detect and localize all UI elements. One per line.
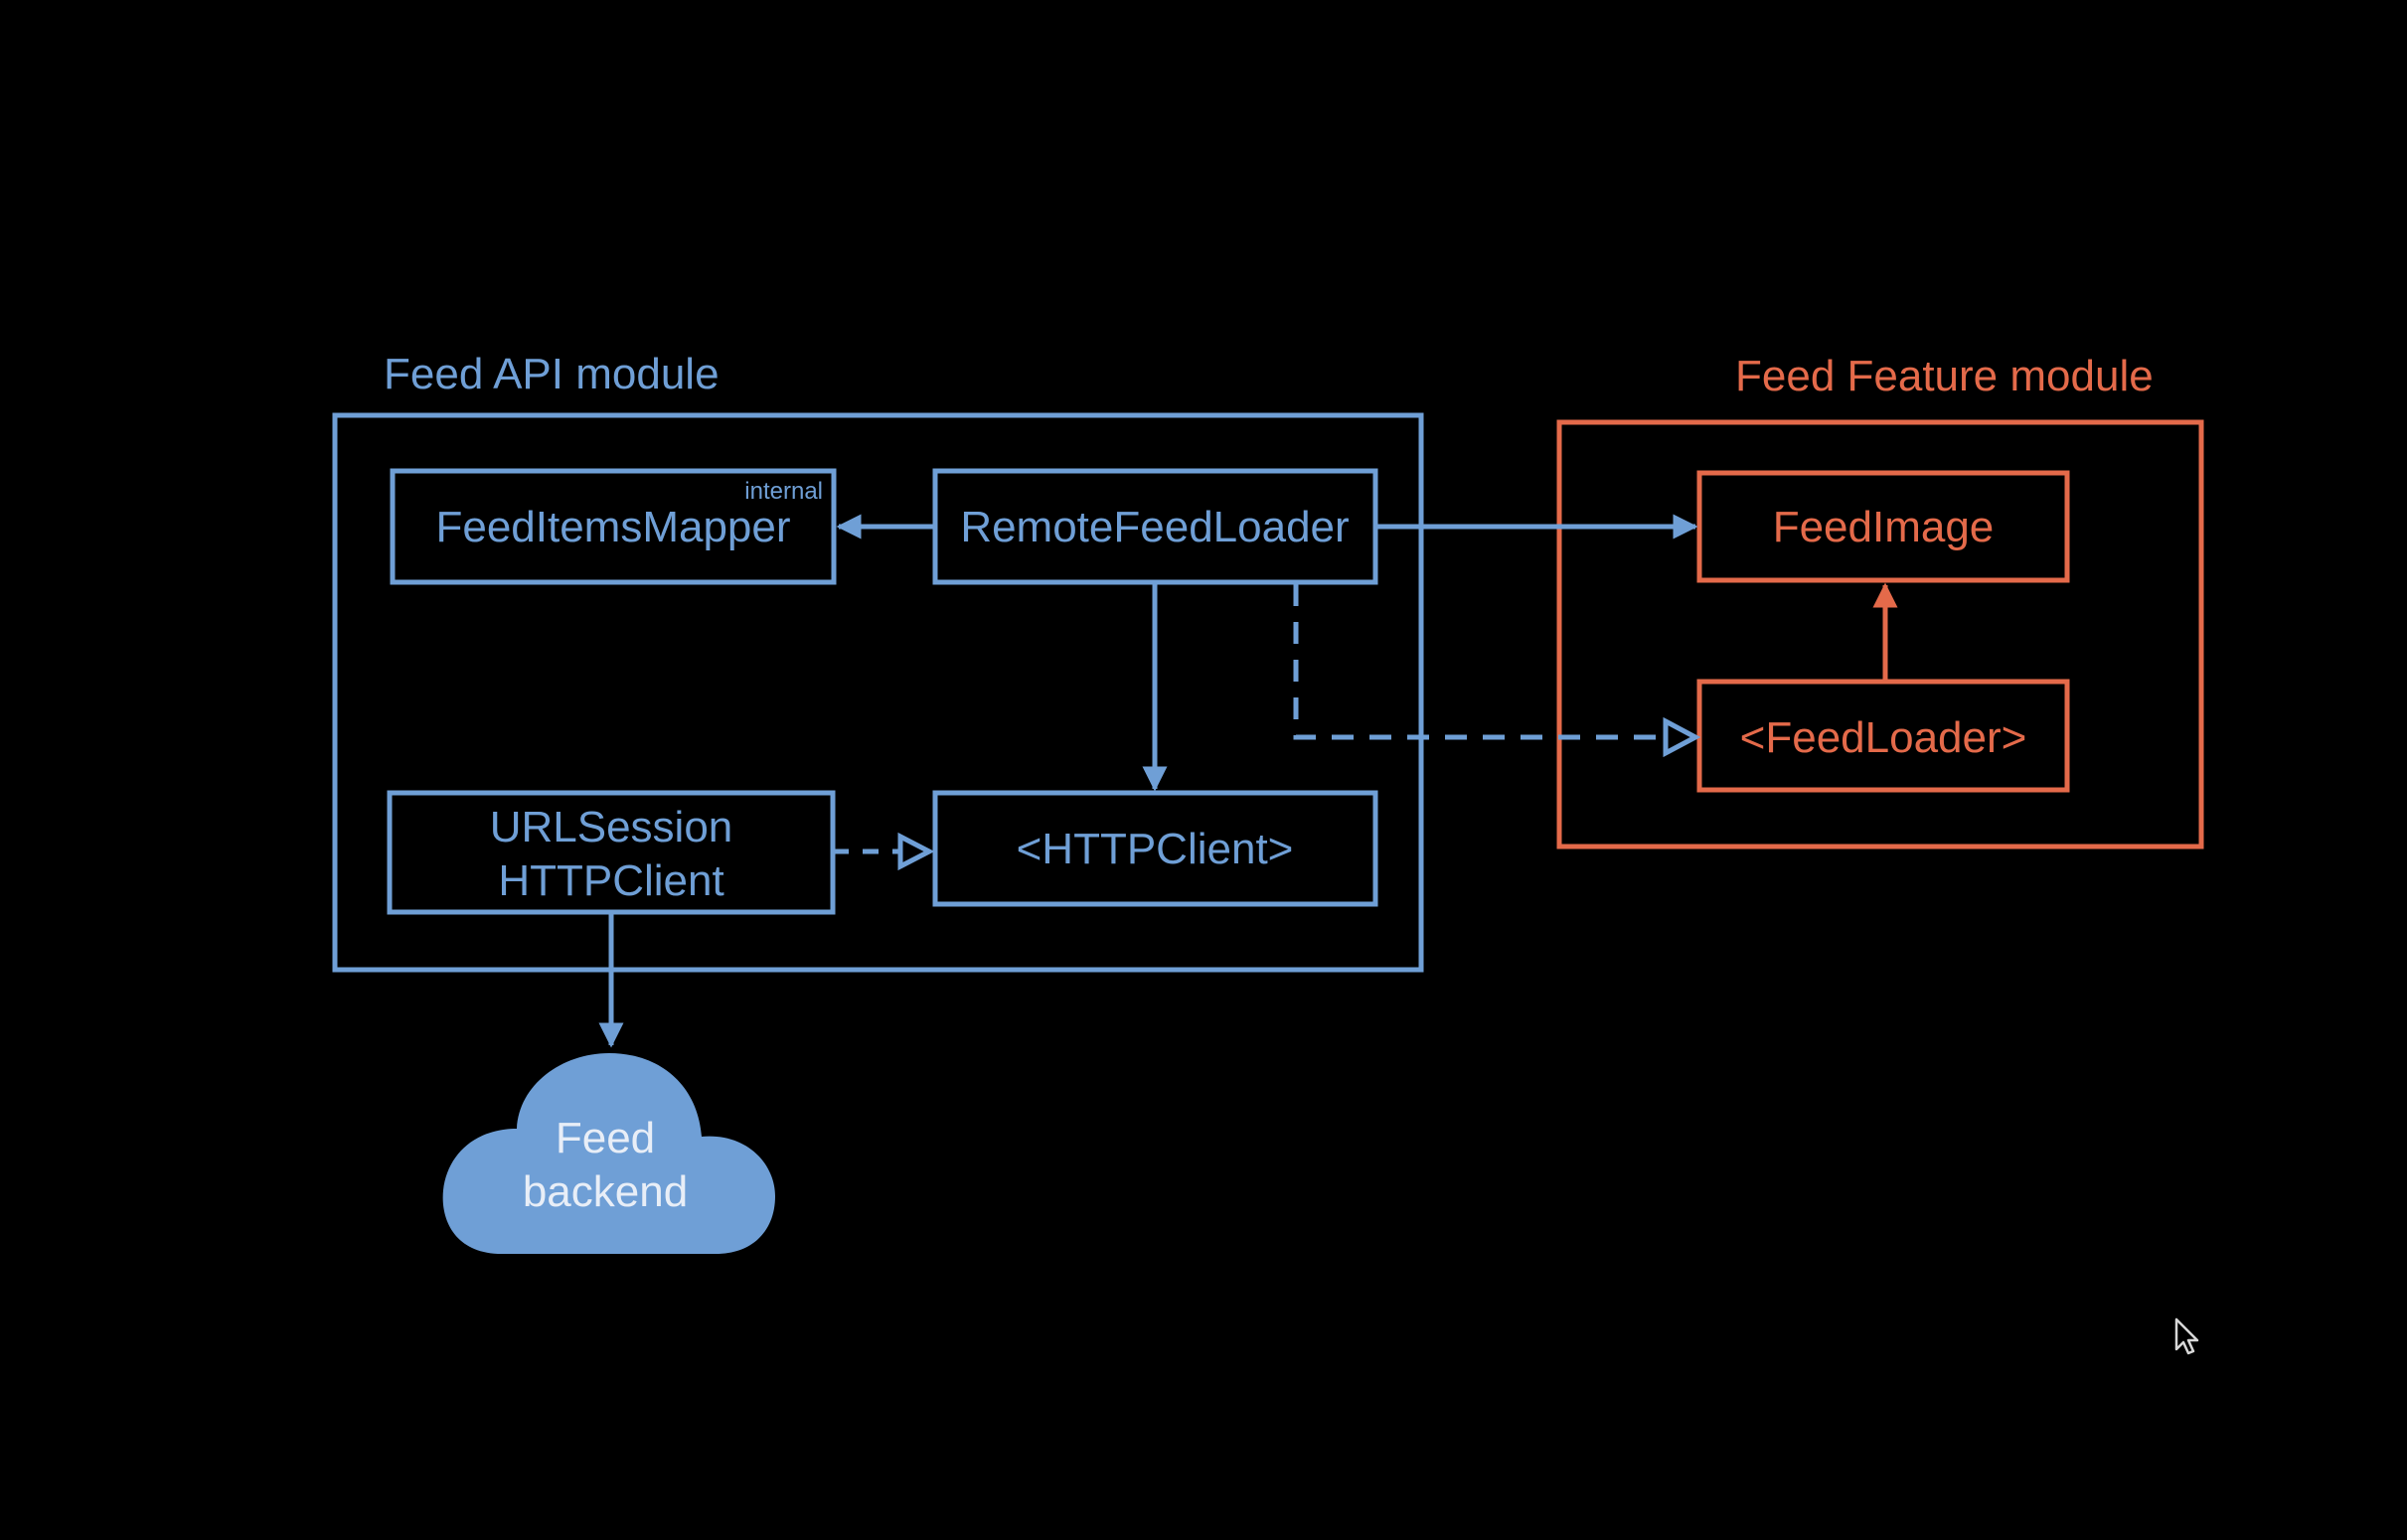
url-session-label: URLSession — [490, 803, 733, 851]
dashed-conformance-urlsession-to-http-client — [833, 832, 935, 871]
feed-loader-protocol-label: <FeedLoader> — [1740, 713, 2027, 762]
internal-tag: internal — [744, 478, 823, 505]
feed-backend-line1: Feed — [556, 1114, 655, 1162]
api-module-title: Feed API module — [384, 350, 720, 398]
feed-image-frame — [1696, 470, 2070, 583]
feature-module-frame — [1556, 419, 2204, 849]
http-client-protocol-box[interactable]: <HTTPClient> — [932, 790, 1378, 907]
feed-items-mapper-frame — [390, 468, 837, 585]
feed-items-mapper-label: FeedItemsMapper — [435, 503, 790, 551]
feed-backend-line2: backend — [523, 1167, 688, 1216]
feed-items-mapper-box[interactable]: FeedItemsMapper internal — [390, 468, 837, 585]
feed-image-box[interactable]: FeedImage — [1696, 470, 2070, 583]
dashed-line-loader-to-feed-loader — [1293, 584, 1666, 740]
url-session-http-client-box[interactable]: URLSession HTTPClient — [387, 790, 836, 915]
http-client-impl-label: HTTPClient — [498, 856, 723, 905]
cloud-icon — [442, 1053, 775, 1254]
mouse-pointer-icon — [2174, 1317, 2199, 1355]
api-module-frame — [332, 412, 1424, 973]
hollow-arrowhead-http-client — [897, 832, 935, 871]
dashed-conformance-loader-to-feed-loader — [1293, 584, 1701, 758]
feed-loader-protocol-box[interactable]: <FeedLoader> — [1696, 679, 2070, 793]
feed-backend-cloud: Feed backend — [442, 1053, 775, 1254]
feed-image-label: FeedImage — [1773, 503, 1995, 551]
http-client-protocol-frame — [932, 790, 1378, 907]
hollow-arrowhead-feed-loader — [1663, 716, 1701, 758]
http-client-protocol-label: <HTTPClient> — [1017, 825, 1294, 873]
remote-feed-loader-box[interactable]: RemoteFeedLoader — [932, 468, 1378, 585]
feature-module-title: Feed Feature module — [1735, 352, 2154, 400]
remote-feed-loader-label: RemoteFeedLoader — [960, 503, 1349, 551]
